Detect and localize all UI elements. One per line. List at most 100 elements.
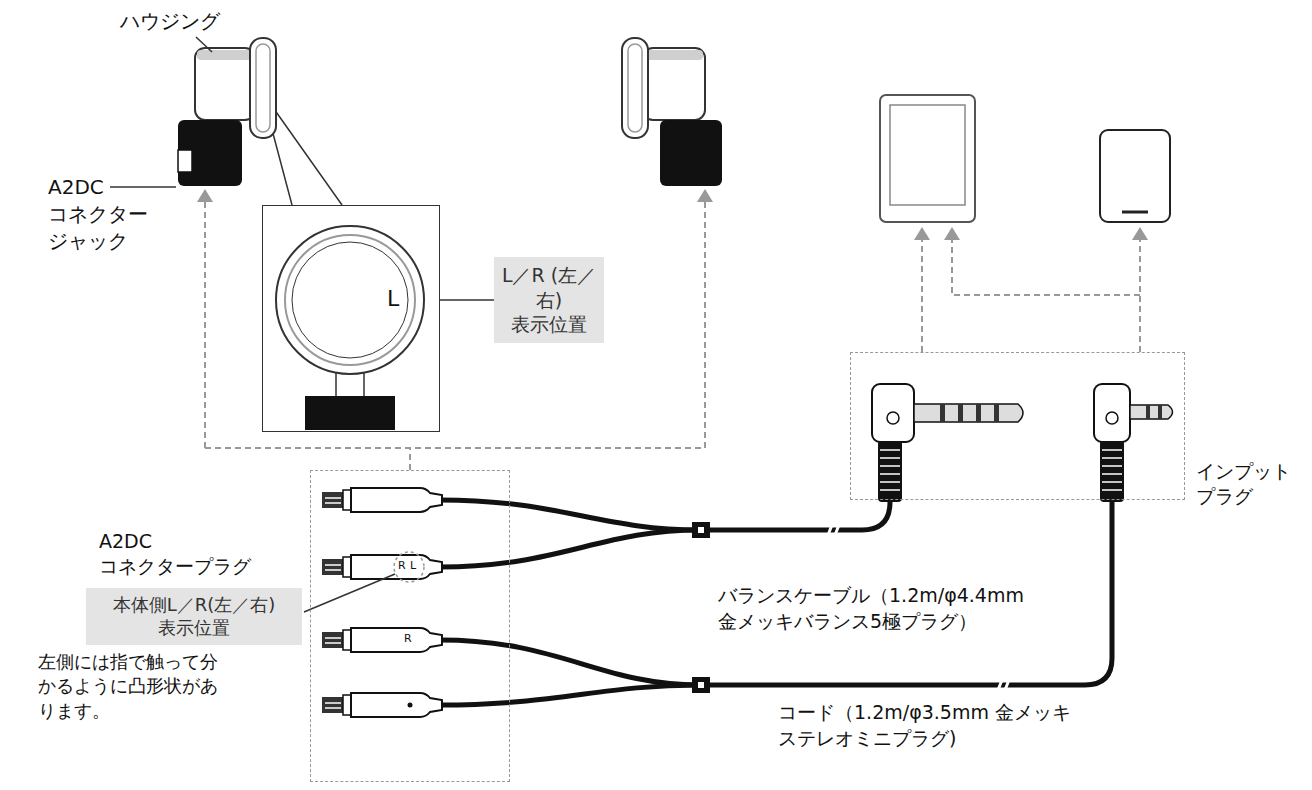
a2dc-connector-plug <box>322 488 442 717</box>
balanced-plug <box>958 404 963 422</box>
stereo-mini-plug <box>1130 405 1173 419</box>
stereo-mini-plug <box>1100 440 1124 502</box>
right-earphone <box>643 48 705 120</box>
cable <box>708 500 1112 685</box>
part-name: ハウジング <box>120 8 220 35</box>
audio-player <box>880 95 975 222</box>
left-earphone <box>195 48 255 120</box>
a2dc-connector-plug <box>325 497 341 499</box>
cable <box>440 530 700 567</box>
a2dc-connector-plug <box>408 703 413 708</box>
a2dc-connector-plug <box>343 630 351 650</box>
connector-plug-group: A2DC コネクタープラグ <box>310 470 510 782</box>
right-earphone <box>660 120 722 186</box>
zoom-callout-box: L <box>262 205 440 432</box>
cable <box>440 500 700 530</box>
marking-circle <box>394 552 424 582</box>
a2dc-connector-plug <box>322 632 344 648</box>
cable-junction <box>698 527 704 533</box>
a2dc-connector-plug <box>351 693 442 717</box>
right-earphone <box>622 38 722 186</box>
a2dc-connector-plug <box>325 569 341 571</box>
stereo-mini-plug <box>1102 489 1122 491</box>
cable <box>440 500 1112 705</box>
node-text: A2DC コネクタープラグ <box>99 529 274 578</box>
left-earphone <box>250 38 276 138</box>
smartphone <box>1100 130 1170 222</box>
cable <box>708 502 890 530</box>
stereo-mini-plug <box>1102 465 1122 467</box>
leader-line <box>440 299 494 301</box>
cable-break-mark <box>1003 675 1011 695</box>
stereo-mini-plug <box>1094 384 1130 442</box>
dashed-guide-arrow <box>1132 227 1148 240</box>
smartphone <box>1100 130 1170 222</box>
a2dc-connector-plug <box>325 642 341 644</box>
part-name: A2DC コネクター ジャック <box>48 174 160 255</box>
a2dc-connector-plug <box>322 559 344 575</box>
balanced-plug <box>940 404 945 422</box>
leader-line <box>304 574 395 612</box>
dashed-guide-arrow <box>197 189 213 202</box>
audio-player <box>880 95 975 222</box>
side-marking: R <box>404 633 412 645</box>
balanced-plug <box>880 465 900 467</box>
cable <box>440 685 700 705</box>
right-earphone <box>622 38 648 138</box>
a2dc-connector-plug <box>351 488 442 512</box>
dashed-guide-arrow <box>697 189 713 202</box>
node-text: 本体側L／R(左／右) 表示位置 <box>92 593 296 640</box>
stereo-mini-plug <box>1094 384 1173 502</box>
dashed-guide-arrow <box>197 189 713 470</box>
cable-break-mark <box>833 520 841 540</box>
leader-line <box>196 37 212 52</box>
zoomed-earphone-face <box>276 226 424 374</box>
left-earphone <box>178 150 192 172</box>
a2dc-connector-plug <box>322 488 442 512</box>
side-marking: L <box>410 560 416 572</box>
stereo-mini-plug <box>1158 405 1162 419</box>
zoomed-earphone-face <box>305 396 395 430</box>
left-earphone <box>178 120 242 186</box>
stereo-mini-plug <box>1102 457 1122 459</box>
note-text: 左側には指で触って分かるように凸形状があります。 <box>38 650 234 723</box>
cable <box>440 640 700 685</box>
dashed-guide-arrow <box>944 227 960 240</box>
cable-junction <box>692 522 710 538</box>
leader-line <box>110 186 176 188</box>
a2dc-connector-plug <box>325 502 341 504</box>
indicator-note-box: L／R (左／右) 表示位置 <box>494 257 604 343</box>
a2dc-connector-plug <box>325 702 341 704</box>
balanced-plug <box>872 384 914 442</box>
cable-break-mark <box>826 520 1011 695</box>
indicator-note-box: 本体側L／R(左／右) 表示位置 <box>86 588 302 645</box>
balanced-plug <box>880 449 900 451</box>
balanced-plug <box>880 457 900 459</box>
cable-spec: バランスケーブル（1.2m/φ4.4mm 金メッキバランス5極プラグ） <box>718 583 1058 634</box>
stereo-mini-plug <box>1102 481 1122 483</box>
left-earphone <box>256 44 270 132</box>
balanced-plug <box>880 473 900 475</box>
a2dc-connector-plug <box>325 564 341 566</box>
dashed-guide-arrow <box>205 200 705 470</box>
cable-spec: コード（1.2m/φ3.5mm 金メッキ ステレオミニプラグ) <box>778 700 1083 751</box>
a2dc-connector-plug <box>322 628 442 652</box>
balanced-plug <box>976 404 981 422</box>
balanced-plug <box>878 440 902 502</box>
balanced-plug <box>872 384 1023 502</box>
a2dc-connector-plug <box>343 490 351 510</box>
side-marking: R <box>398 560 406 572</box>
dashed-guide-arrow <box>914 227 1148 352</box>
balanced-plug <box>994 404 999 422</box>
stereo-mini-plug <box>1146 405 1150 419</box>
stereo-mini-plug <box>1102 473 1122 475</box>
smartphone <box>1122 211 1148 214</box>
left-earphone <box>197 50 253 60</box>
balanced-plug <box>887 412 899 424</box>
a2dc-connector-plug <box>322 693 442 717</box>
balanced-plug <box>914 404 1023 422</box>
cable-junction <box>698 682 704 688</box>
zoomed-earphone-face <box>276 226 424 430</box>
cable-junction <box>692 677 710 693</box>
